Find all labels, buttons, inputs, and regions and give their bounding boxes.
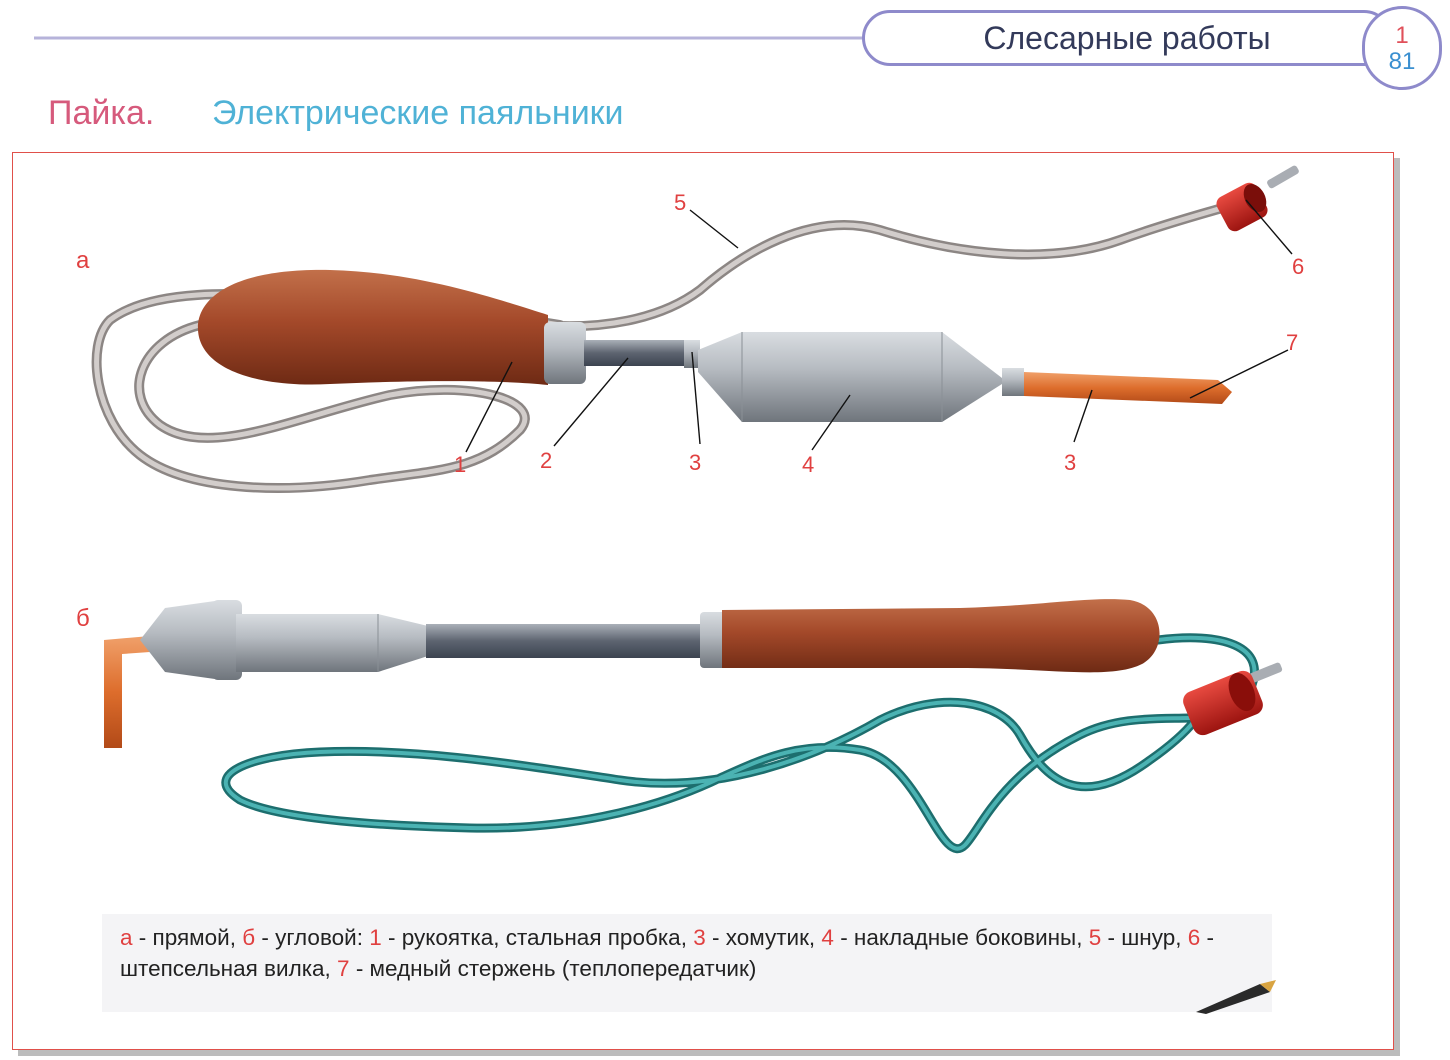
callout-5: 5	[674, 190, 686, 215]
callout-3-rear: 3	[1064, 450, 1076, 475]
pencil-icon	[1196, 980, 1276, 1014]
handle-b	[722, 599, 1160, 673]
header-tab	[862, 10, 1392, 66]
variant-a-label: а	[76, 247, 90, 274]
caption-text-a: - прямой,	[132, 925, 243, 950]
callout-leaders	[465, 199, 1293, 453]
callout-7: 7	[1286, 330, 1298, 355]
header-title: Слесарные работы	[983, 20, 1271, 56]
variant-b-label: б	[76, 605, 90, 632]
section-number: 1	[1395, 22, 1409, 49]
caption-key-4: 4	[821, 925, 834, 950]
page-badge: 1 81	[1362, 6, 1442, 90]
caption-key-a: а	[120, 925, 133, 950]
plug-b	[1183, 662, 1283, 736]
caption-key-6: 6	[1187, 925, 1201, 950]
callout-6: 6	[1292, 254, 1304, 279]
caption-text-6: - штепсельная вилка,	[120, 925, 1214, 981]
caption-text-b: - угловой:	[255, 925, 370, 950]
topic-title: Пайка.	[48, 94, 155, 132]
copper-tip-a	[1024, 372, 1232, 404]
caption-text-1: - рукоятка, стальная пробка,	[381, 925, 694, 950]
caption-text-5: - шнур,	[1101, 925, 1188, 950]
caption: а - прямой, б - угловой: 1 - рукоятка, с…	[120, 922, 1260, 984]
page-number: 81	[1388, 48, 1416, 75]
caption-key-3: 3	[693, 925, 706, 950]
callout-2: 2	[540, 448, 552, 473]
copper-tip-b	[104, 636, 150, 748]
plug-a	[1216, 165, 1299, 232]
callout-3-front: 3	[689, 450, 701, 475]
caption-key-b: б	[242, 925, 256, 950]
caption-key-7: 7	[337, 956, 350, 981]
caption-key-5: 5	[1088, 925, 1102, 950]
subtopic-title: Электрические паяльники	[212, 94, 624, 132]
caption-text-3: - хомутик,	[705, 925, 822, 950]
angled-iron	[104, 599, 1283, 853]
callout-1: 1	[454, 452, 466, 477]
caption-text-7: - медный стержень (теплопередатчик)	[349, 956, 757, 981]
caption-text-4: - накладные боковины,	[833, 925, 1089, 950]
caption-key-1: 1	[369, 925, 382, 950]
callout-4: 4	[802, 452, 814, 477]
handle-a	[197, 269, 548, 385]
caption-box	[102, 914, 1272, 1012]
header-rule	[34, 36, 866, 40]
straight-iron	[91, 165, 1299, 493]
